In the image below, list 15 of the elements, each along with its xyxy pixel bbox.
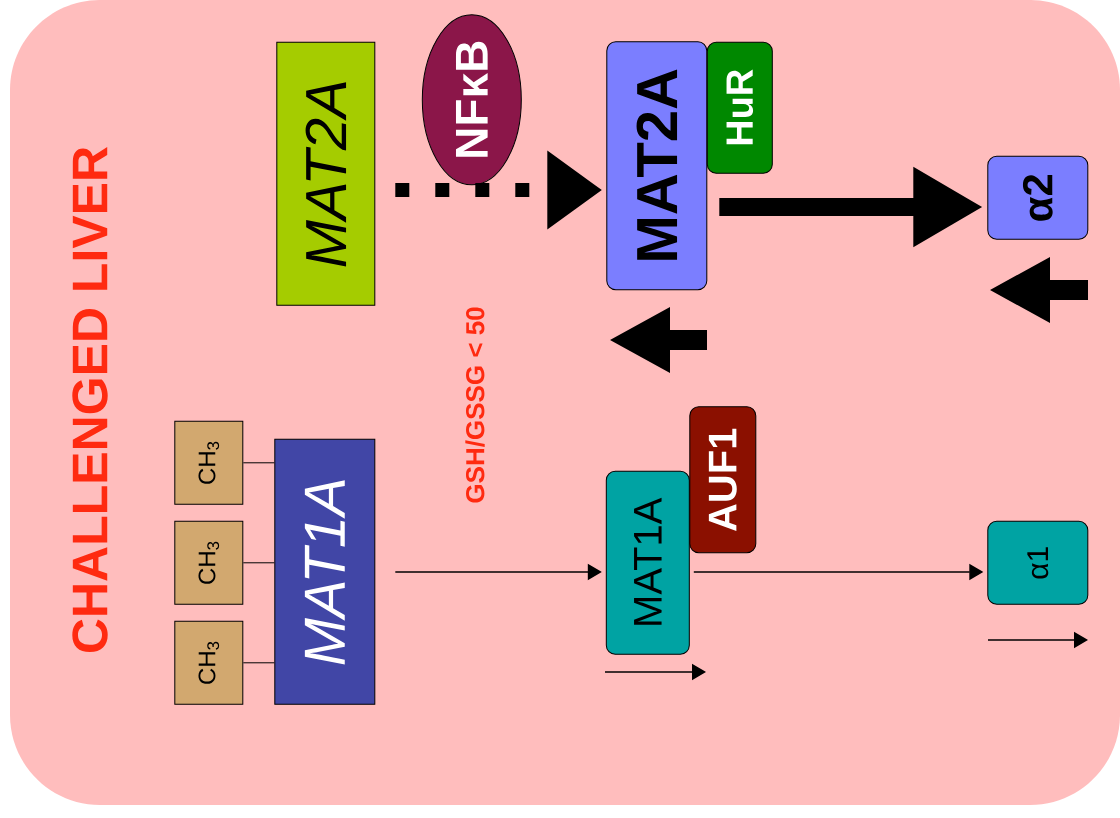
methyl-box: CH$_{3}$	[174, 520, 244, 605]
protein-box: HuR	[706, 41, 773, 174]
product-box: α2	[987, 155, 1089, 240]
connector-line	[242, 462, 275, 464]
product-box: α1	[987, 520, 1089, 605]
connector-line	[242, 662, 275, 664]
gene-box: MAT2A	[276, 41, 376, 306]
transcript-box: MAT2A	[606, 41, 708, 291]
ratio-label: GSH/GSSG < 50	[465, 307, 485, 503]
protein-box: AUF1	[689, 406, 757, 554]
transcript-box: MAT1A	[605, 470, 690, 655]
methyl-box: CH$_{3}$	[174, 620, 244, 705]
connector-line	[242, 562, 275, 564]
gene-box: MAT1A	[274, 438, 376, 705]
methyl-box: CH$_{3}$	[174, 420, 244, 505]
